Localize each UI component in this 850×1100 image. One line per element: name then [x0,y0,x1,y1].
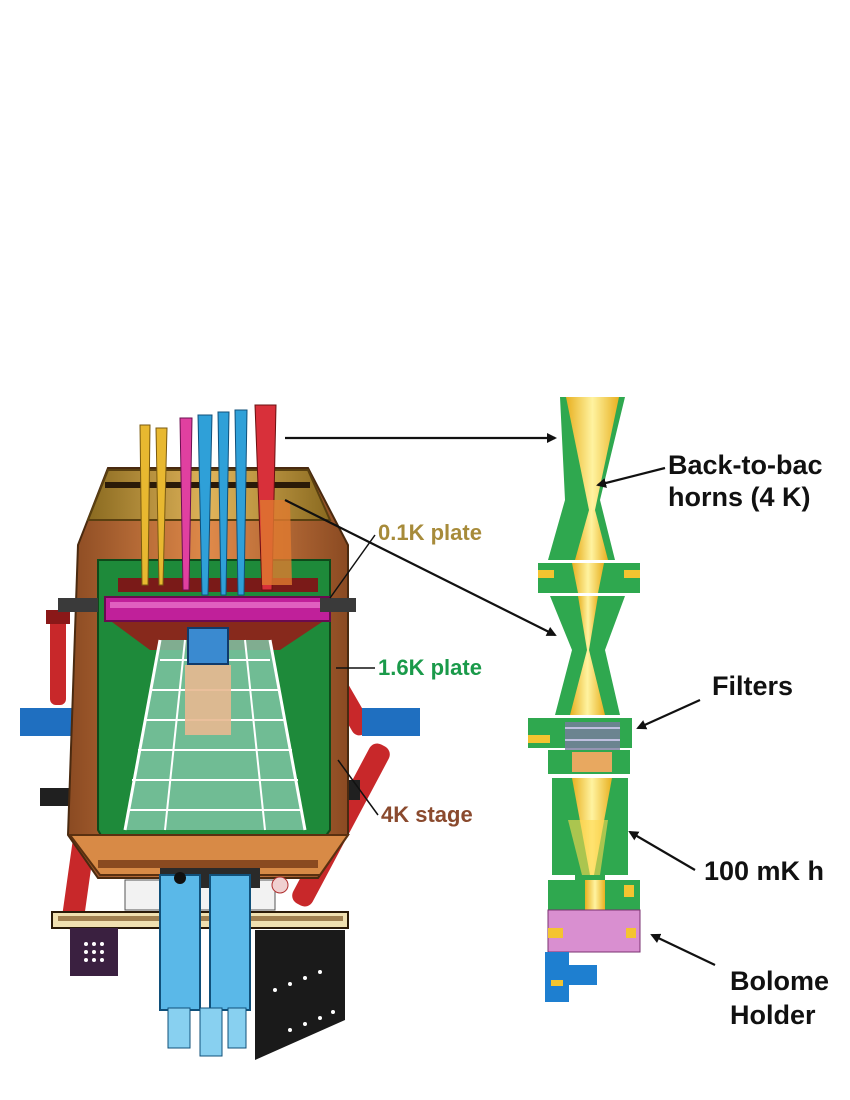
label-0.1k-plate: 0.1K plate [378,520,482,545]
label-100mk-horn: 100 mK h [704,856,825,886]
focal-plane-unit [20,404,420,1060]
label-bolometer-line2: Holder [730,1000,816,1030]
arrow-back-to-back [596,466,666,488]
label-1.6k-plate: 1.6K plate [378,655,482,680]
plate-0.1k-body [104,596,331,622]
arrow-bolometer [650,933,716,966]
label-back-to-back-line1: Back-to-bac [668,450,823,480]
horn-cross-section [528,397,641,1002]
arrow-horn-mapping-2 [284,499,557,636]
feed-horns [139,404,292,596]
callout-arrows [284,433,716,966]
mount-bracket-right [362,708,420,736]
label-bolometer-line1: Bolome [730,966,830,996]
arrow-100mk [628,830,696,871]
bolometer-base [545,952,569,1002]
label-filters: Filters [712,671,794,701]
bolometer-holder-body [547,909,641,953]
readout-electronics [124,868,289,1057]
cable-panel [255,930,345,1060]
label-4k-stage: 4K stage [381,802,473,827]
label-back-to-back-line2: horns (4 K) [668,482,811,512]
arrow-filters [636,698,701,730]
filter-stack-cone [123,627,307,831]
